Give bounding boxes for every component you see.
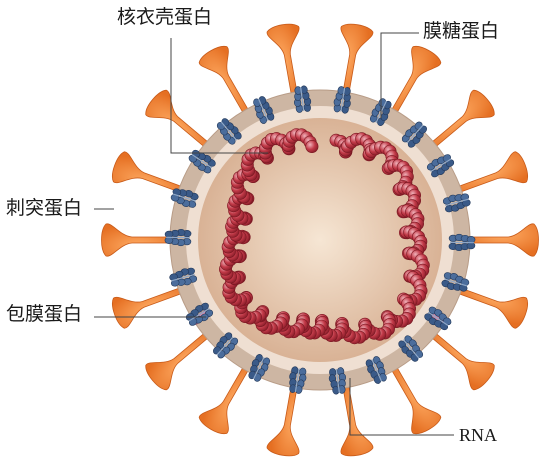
membrane-protein-layer xyxy=(164,85,476,395)
membrane-protein-icon xyxy=(170,188,199,208)
leader-lines xyxy=(94,32,454,436)
spike-protein-icon xyxy=(465,223,539,257)
leader-membrane-glyco xyxy=(380,32,419,118)
membrane-protein-icon xyxy=(426,154,455,178)
membrane-protein-icon xyxy=(169,267,198,287)
membrane-protein-icon xyxy=(188,149,216,174)
spike-protein-icon xyxy=(266,382,300,457)
spike-protein-icon xyxy=(340,382,374,457)
membrane-protein-icon xyxy=(294,85,312,113)
membrane-protein-icon xyxy=(248,354,271,382)
membrane-protein-icon xyxy=(424,306,452,331)
spike-protein-icon xyxy=(198,45,251,116)
label-rna: RNA xyxy=(459,425,498,445)
spike-protein-icon xyxy=(145,89,211,150)
spike-protein-icon xyxy=(112,151,185,194)
spike-protein-icon xyxy=(340,23,374,98)
membrane-protein-icon xyxy=(185,302,214,326)
label-nucleocapsid-protein: 核衣壳蛋白 xyxy=(117,6,213,28)
membrane-protein-icon xyxy=(213,332,239,359)
membrane-protein-icon xyxy=(253,96,275,124)
spike-protein-icon xyxy=(429,330,495,391)
membrane-protein-icon xyxy=(398,335,424,362)
spike-protein-icon xyxy=(389,45,442,116)
leader-rna xyxy=(349,378,454,436)
spike-protein-icon xyxy=(112,286,185,329)
membrane-protein-icon xyxy=(365,356,387,384)
label-envelope-protein: 包膜蛋白 xyxy=(6,303,83,325)
rna-strand xyxy=(219,128,430,345)
spike-protein-icon xyxy=(101,223,175,257)
spike-protein-icon xyxy=(145,330,211,391)
membrane-protein-icon xyxy=(401,121,427,148)
spike-protein-layer xyxy=(101,23,539,457)
membrane-protein-icon xyxy=(216,118,242,145)
spike-protein-icon xyxy=(455,151,528,194)
membrane-protein-icon xyxy=(289,366,307,394)
membrane-protein-icon xyxy=(441,272,470,292)
spike-protein-icon xyxy=(198,364,251,435)
label-spike-protein: 刺突蛋白 xyxy=(6,197,83,219)
spike-protein-icon xyxy=(266,23,300,98)
membrane-protein-icon xyxy=(164,228,192,247)
spike-protein-icon xyxy=(429,89,495,150)
membrane-protein-icon xyxy=(448,233,476,252)
membrane-protein-icon xyxy=(442,193,471,213)
label-membrane-glycoprotein: 膜糖蛋白 xyxy=(423,20,500,42)
spike-protein-icon xyxy=(455,286,528,329)
spike-protein-icon xyxy=(389,364,442,435)
membrane-protein-icon xyxy=(333,86,351,114)
membrane-protein-icon xyxy=(328,367,346,395)
leader-nucleocapsid xyxy=(170,38,268,154)
